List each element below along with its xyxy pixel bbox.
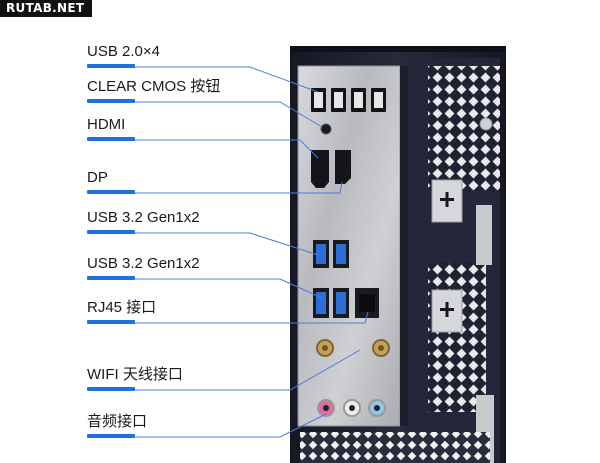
label-clear-cmos: CLEAR CMOS 按钮 xyxy=(87,78,221,95)
label-wifi: WIFI 天线接口 xyxy=(87,366,183,383)
usb32-ports-lower xyxy=(313,288,349,318)
label-usb32-a: USB 3.2 Gen1x2 xyxy=(87,209,200,226)
label-usb32-b: USB 3.2 Gen1x2 xyxy=(87,255,200,272)
label-underline xyxy=(87,387,135,391)
callout-lines xyxy=(135,66,369,438)
label-audio: 音频接口 xyxy=(87,413,148,430)
hdmi-port xyxy=(311,150,329,188)
label-underline xyxy=(87,64,135,68)
dp-port xyxy=(335,150,351,184)
watermark: RUTAB.NET xyxy=(0,0,93,17)
label-underline xyxy=(87,99,135,103)
label-underline xyxy=(87,190,135,194)
label-rj45: RJ45 接口 xyxy=(87,299,157,316)
label-underline xyxy=(87,230,135,234)
usb32-ports-upper xyxy=(313,240,349,268)
label-underline xyxy=(87,320,135,324)
label-underline xyxy=(87,276,135,280)
label-underline xyxy=(87,137,135,141)
label-underline xyxy=(87,434,135,438)
label-usb20: USB 2.0×4 xyxy=(87,43,160,60)
clear-cmos-button xyxy=(320,123,332,135)
usb20-ports xyxy=(311,88,386,112)
vent-grille-bottom xyxy=(428,262,486,412)
label-dp: DP xyxy=(87,169,108,186)
label-hdmi: HDMI xyxy=(87,116,126,133)
